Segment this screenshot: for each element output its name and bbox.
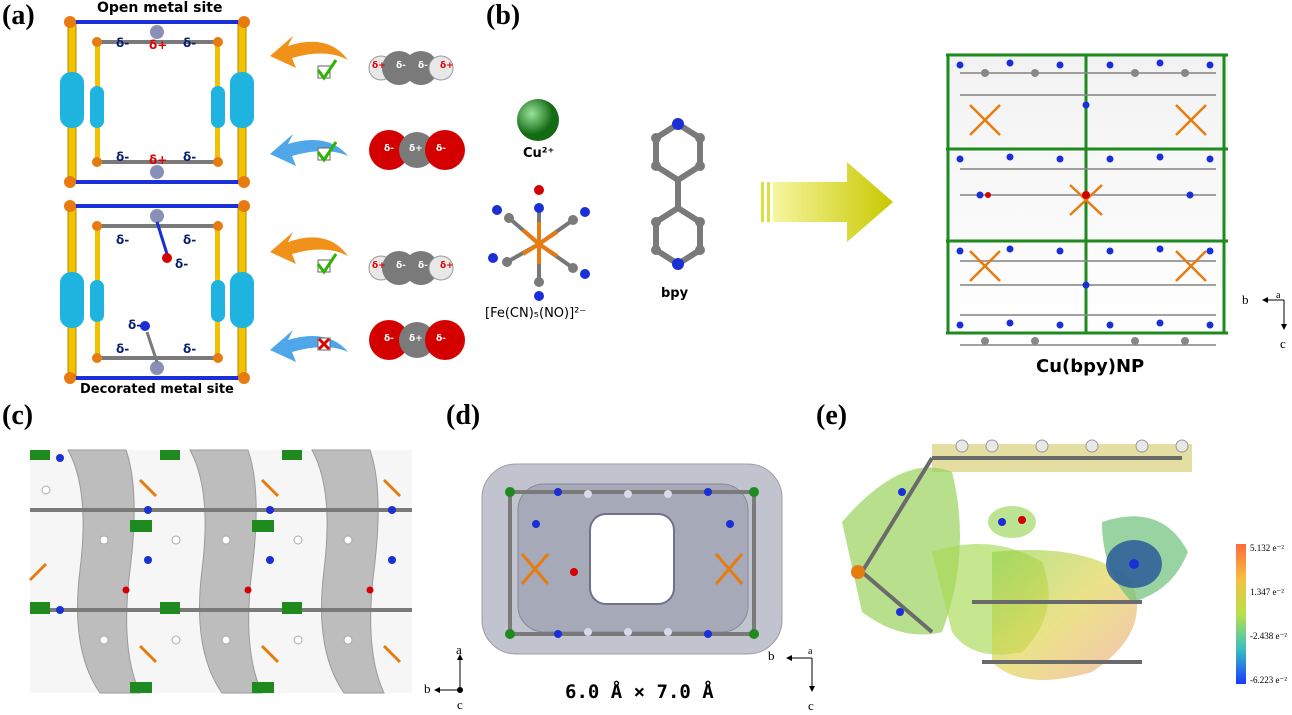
- colorbar-tick-1: 5.132 e⁻²: [1250, 543, 1284, 553]
- co2-charge-2a: δ-: [384, 334, 394, 344]
- electrostatic-potential-map: [842, 439, 1192, 680]
- pore-channel-view: [28, 449, 412, 694]
- cu-ion-label: Cu²⁺: [523, 146, 555, 161]
- colorbar: [1236, 544, 1246, 684]
- decorated-metal-cage: [60, 200, 254, 384]
- axis-b-label-b: b: [1242, 292, 1249, 307]
- axis-c-label-b: c: [1280, 336, 1286, 351]
- charge-pos-1: δ+: [149, 38, 168, 52]
- charge-neg-6: δ-: [183, 233, 197, 247]
- acetylene-charge-1a: δ+: [372, 61, 386, 71]
- colorbar-tick-2: 1.347 e⁻²: [1250, 587, 1284, 597]
- pore-surface-view: [481, 463, 783, 655]
- axis-b-label-c: b: [424, 681, 431, 696]
- nitroprusside-label: [Fe(CN)₅(NO)]²⁻: [485, 306, 587, 321]
- panel-e-label: (e): [816, 400, 848, 431]
- axis-triad-d-panel: [786, 655, 815, 692]
- charge-neg-2: δ-: [183, 36, 197, 50]
- open-metal-cage: [60, 16, 254, 188]
- acetylene-charge-2b: δ-: [396, 261, 406, 271]
- framework-label: Cu(bpy)NP: [1036, 356, 1145, 377]
- charge-neg-9: δ-: [116, 342, 130, 356]
- cu-ion-sphere: [517, 99, 559, 141]
- charge-neg-5: δ-: [116, 233, 130, 247]
- charge-neg-1: δ-: [116, 36, 130, 50]
- adsorption-arrows: [270, 36, 348, 362]
- panel-c-label: (c): [2, 400, 34, 431]
- acetylene-charge-2c: δ-: [418, 261, 428, 271]
- acetylene-charge-1d: δ+: [440, 61, 454, 71]
- charge-neg-8: δ-: [128, 318, 142, 332]
- molecule-acetylene-2: [368, 251, 454, 285]
- axis-triad-b-panel: [1262, 297, 1287, 330]
- acetylene-charge-2d: δ+: [440, 261, 454, 271]
- colorbar-tick-3: -2.438 e⁻²: [1250, 631, 1287, 641]
- synthesis-arrow: [761, 162, 893, 242]
- open-metal-site-title: Open metal site: [97, 0, 223, 16]
- panel-b-label: (b): [486, 0, 521, 31]
- axis-a-label-c: a: [456, 642, 462, 657]
- molecule-co2-2: [369, 320, 465, 360]
- colorbar-tick-4: -6.223 e⁻²: [1250, 675, 1287, 685]
- arrow-orange-1: [270, 36, 348, 68]
- axis-c-label-d: c: [808, 698, 814, 713]
- molecule-co2-1: [369, 130, 465, 170]
- co2-charge-1a: δ-: [384, 144, 394, 154]
- arrow-blue-1: [270, 134, 348, 166]
- molecule-acetylene-1: [368, 51, 454, 85]
- axis-a-label-b: a: [1276, 290, 1281, 301]
- bpy-ligand: [651, 118, 705, 270]
- acetylene-charge-2a: δ+: [372, 261, 386, 271]
- acetylene-charge-1b: δ-: [396, 61, 406, 71]
- axis-b-label-d: b: [768, 648, 775, 663]
- charge-neg-3: δ-: [116, 150, 130, 164]
- bpy-label: bpy: [661, 286, 689, 301]
- arrow-blue-2: [270, 330, 348, 362]
- acetylene-charge-1c: δ-: [418, 61, 428, 71]
- charge-neg-10: δ-: [183, 342, 197, 356]
- co2-charge-1b: δ+: [409, 144, 423, 154]
- panel-a-label: (a): [2, 0, 35, 31]
- nitroprusside-ion: [488, 185, 590, 301]
- co2-charge-2b: δ+: [409, 334, 423, 344]
- arrow-orange-2: [270, 232, 348, 264]
- charge-neg-7: δ-: [175, 257, 189, 271]
- axis-c-label-c: c: [457, 697, 463, 712]
- pore-size-label: 6.0 Å × 7.0 Å: [565, 681, 714, 703]
- charge-pos-2: δ+: [149, 153, 168, 167]
- axis-a-label-d: a: [808, 646, 813, 657]
- panel-a-frameworks: [60, 16, 254, 384]
- framework-cu-bpy-np: [946, 53, 1228, 346]
- charge-neg-4: δ-: [183, 150, 197, 164]
- decorated-metal-site-title: Decorated metal site: [80, 382, 234, 397]
- axis-triad-c-panel: [434, 654, 463, 693]
- co2-charge-2c: δ-: [436, 334, 446, 344]
- panel-d-label: (d): [446, 400, 481, 431]
- co2-charge-1c: δ-: [436, 144, 446, 154]
